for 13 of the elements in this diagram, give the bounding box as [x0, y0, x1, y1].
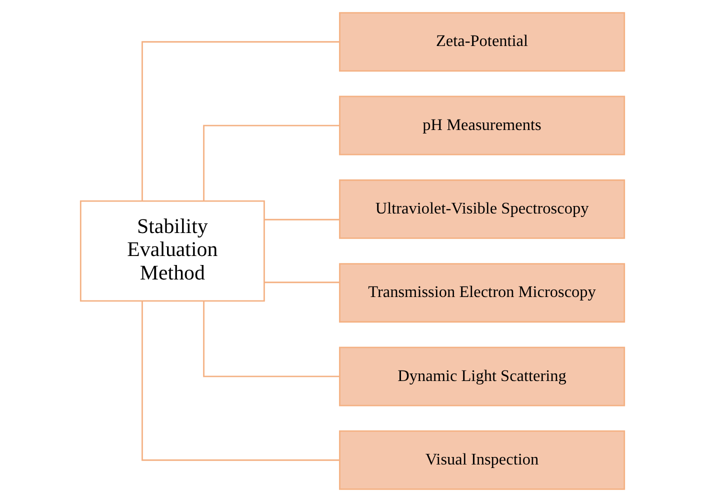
node-box: Ultraviolet-Visible Spectroscopy [339, 179, 626, 239]
node-box: Stability Evaluation Method [80, 200, 265, 302]
connector [142, 41, 340, 201]
node-box: Visual Inspection [339, 430, 626, 490]
node-box: Zeta-Potential [339, 12, 626, 72]
connector [264, 282, 340, 284]
connector [203, 301, 340, 378]
connector [203, 124, 340, 201]
node-box: pH Measurements [339, 96, 626, 156]
node-box: Transmission Electron Microscopy [339, 263, 626, 323]
node-box: Dynamic Light Scattering [339, 346, 626, 406]
connector [142, 301, 340, 461]
connector [264, 218, 340, 220]
